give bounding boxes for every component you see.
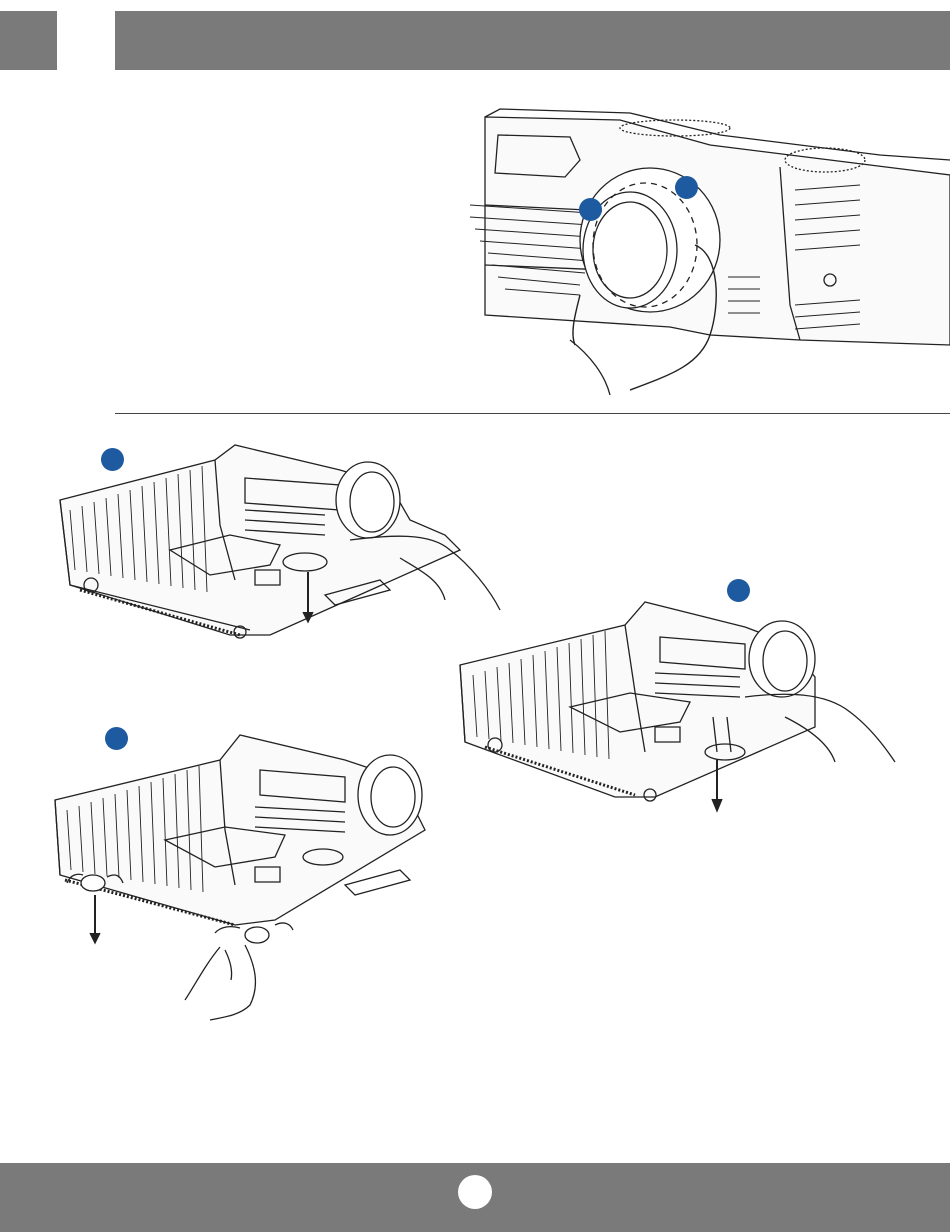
header-left-tab xyxy=(0,11,57,70)
callout-marker xyxy=(579,198,602,221)
projector-underside-adjuster-illustration xyxy=(455,597,905,817)
projector-front-lens-illustration xyxy=(470,105,950,395)
projector-underside-feet-illustration xyxy=(45,735,465,1020)
header-title-bar xyxy=(115,11,950,70)
callout-marker xyxy=(105,727,128,750)
callout-marker xyxy=(101,448,124,471)
section-divider xyxy=(115,413,950,414)
projector-underside-release-illustration xyxy=(50,440,500,640)
page-number-badge xyxy=(458,1175,492,1209)
callout-marker xyxy=(727,579,750,602)
callout-marker xyxy=(675,176,698,199)
